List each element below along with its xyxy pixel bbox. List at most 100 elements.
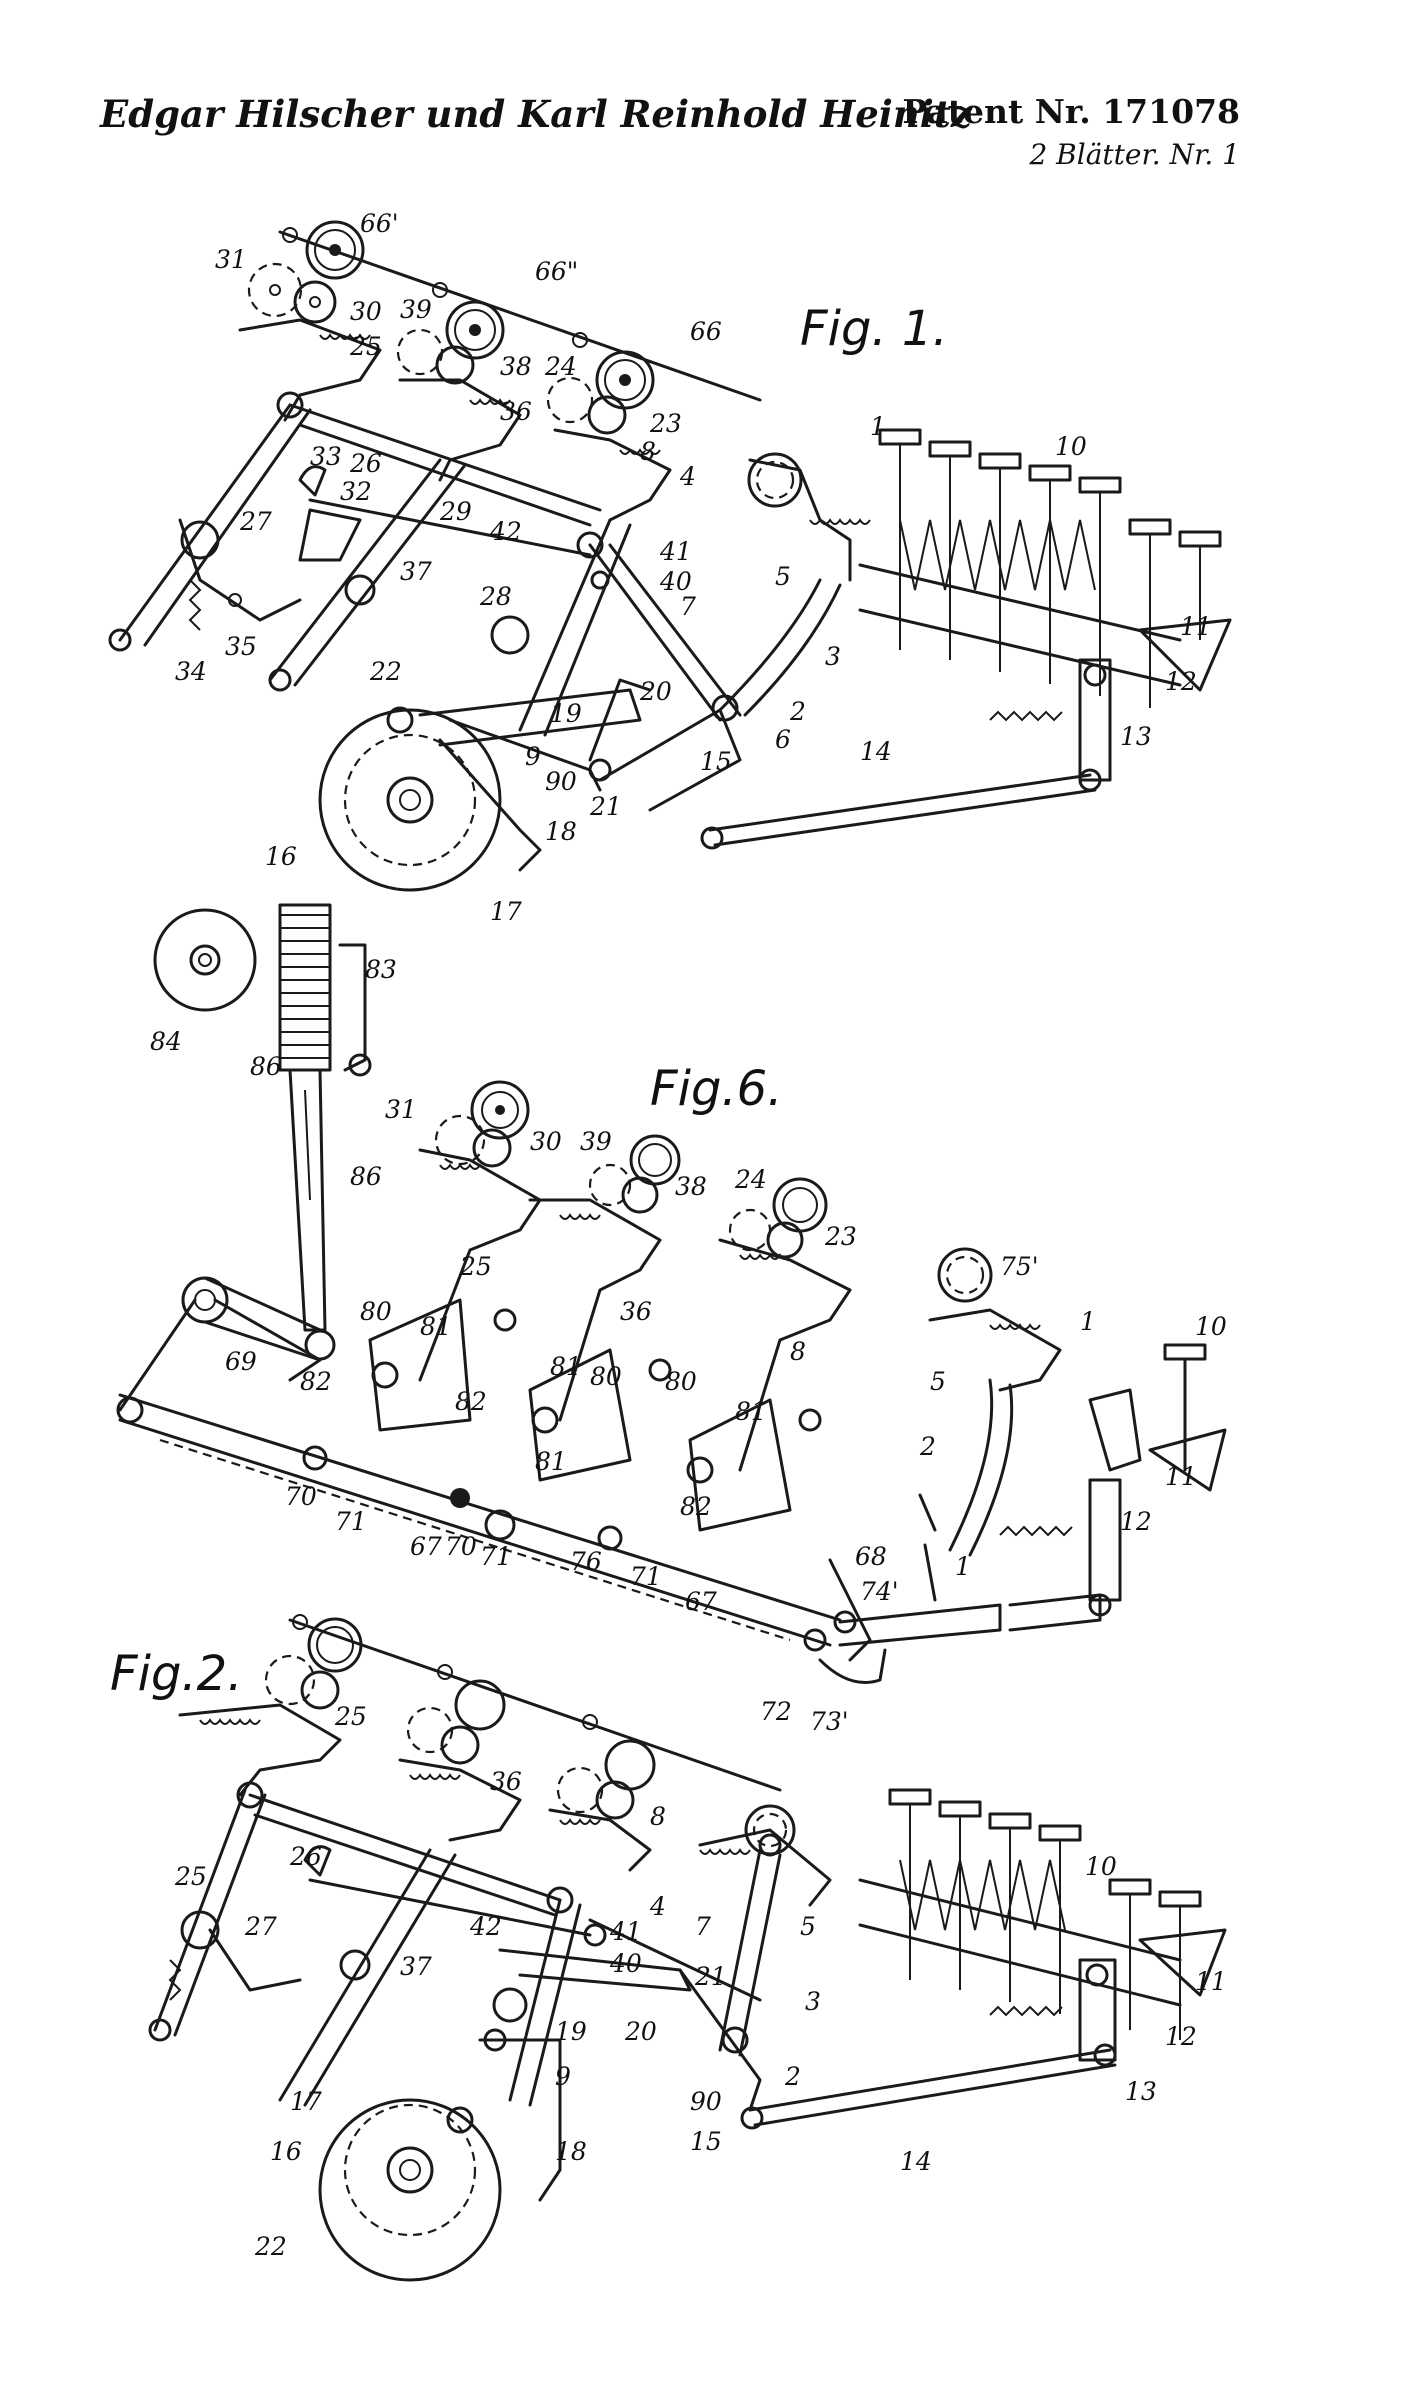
reference-numeral: 82 <box>680 1492 712 1521</box>
reference-numeral: 81 <box>735 1397 767 1426</box>
reference-numeral: 14 <box>900 2147 932 2176</box>
lever-19 <box>418 688 642 747</box>
figure-1-title: Fig. 1. <box>800 301 948 357</box>
key-bank-10 <box>858 428 1232 708</box>
reference-numeral: 4 <box>649 1892 666 1921</box>
reference-numeral: 75' <box>1000 1252 1039 1281</box>
lever-25 <box>153 1788 247 2032</box>
reference-numeral: 67 <box>410 1532 442 1561</box>
reference-numeral: 66" <box>535 257 578 286</box>
cam-plate-27 <box>298 508 362 562</box>
cam-disc-17 <box>318 708 502 892</box>
reference-numeral: 80 <box>590 1362 622 1391</box>
reference-numeral: 41 <box>609 1917 642 1946</box>
reference-numeral: 27 <box>244 1912 277 1941</box>
link-68 <box>828 1558 872 1662</box>
spring-34 <box>188 579 202 631</box>
worm-86 <box>278 903 372 1332</box>
reference-numeral: 38 <box>500 352 532 381</box>
reference-numeral: 70 <box>285 1482 317 1511</box>
reference-numeral: 10 <box>1085 1852 1117 1881</box>
reference-numeral: 73' <box>810 1707 849 1736</box>
bar-82 <box>118 1393 842 1622</box>
reference-numeral: 72 <box>760 1697 792 1726</box>
latch-11 <box>1148 1428 1227 1492</box>
link-15 <box>678 1968 762 2112</box>
reference-numeral: 67 <box>685 1587 717 1616</box>
reference-numeral: 25 <box>174 1862 207 1891</box>
link-3 <box>718 578 822 712</box>
lever-36 <box>268 458 442 682</box>
reference-numeral: 15 <box>690 2127 722 2156</box>
reference-numeral: 9 <box>525 742 541 771</box>
reference-numeral: 80 <box>360 1297 392 1326</box>
patent-number: 171078 <box>1102 92 1240 131</box>
pivot-2 <box>721 2026 749 2054</box>
cam-disc-22 <box>318 2098 502 2282</box>
roller-74p <box>833 1610 857 1634</box>
link-29 <box>308 498 592 557</box>
latch-11 <box>1138 618 1232 692</box>
reference-numeral: 86 <box>250 1052 282 1081</box>
reference-numeral: 30 <box>530 1127 562 1156</box>
figure-1-labels: 66' 31 30 66" 39 38 66 24 23 25 36 8 4 2… <box>175 209 1212 926</box>
reference-numeral: 5 <box>800 1912 816 1941</box>
reference-numeral: 29 <box>439 497 472 526</box>
lever-8 <box>508 1898 562 2102</box>
gear-group-66p <box>247 220 365 324</box>
reference-numeral: 40 <box>609 1949 642 1978</box>
arm-8 <box>718 1238 852 1472</box>
reference-numeral: 25 <box>349 332 382 361</box>
reference-numeral: 74' <box>860 1577 899 1606</box>
reference-numeral: 22 <box>254 2232 287 2261</box>
reference-numeral: 11 <box>1165 1462 1197 1491</box>
lever-19 <box>498 1948 692 1992</box>
reference-numeral: 31 <box>215 245 247 274</box>
rack-teeth <box>469 398 511 405</box>
reference-numeral: 18 <box>555 2137 587 2166</box>
reference-numeral: 32 <box>340 477 372 506</box>
lever-36 <box>278 1848 432 2102</box>
reference-numeral: 14 <box>860 737 892 766</box>
rack-36 <box>398 378 522 482</box>
reference-numeral: 12 <box>1120 1507 1152 1536</box>
reference-numeral: 18 <box>545 817 577 846</box>
reference-numeral: 2 <box>919 1432 936 1461</box>
patent-label: Patent Nr. <box>902 92 1091 131</box>
reference-numeral: 66' <box>360 209 399 238</box>
plate-81 <box>368 1298 472 1432</box>
patent-authors: Edgar Hilscher und Karl Reinhold Heinitz <box>100 92 972 136</box>
reference-numeral: 81 <box>535 1447 567 1476</box>
figure-6-title: Fig.6. <box>650 1061 782 1117</box>
reference-numeral: 90 <box>545 767 577 796</box>
figure-2-title: Fig.2. <box>110 1646 242 1702</box>
reference-numeral: 25 <box>334 1702 367 1731</box>
lever-18 <box>438 738 542 872</box>
key-10 <box>1163 1343 1207 1361</box>
reference-numeral: 71 <box>630 1562 662 1591</box>
reference-numeral: 80 <box>665 1367 697 1396</box>
reference-numeral: 10 <box>1195 1312 1227 1341</box>
link-15 <box>598 708 742 812</box>
reference-numeral: 70 <box>445 1532 477 1561</box>
pin-35 <box>228 593 242 607</box>
spring <box>989 710 1063 722</box>
rail-pin <box>572 332 588 348</box>
lever-18 <box>478 2038 562 2202</box>
gear-1 <box>747 452 803 508</box>
reference-numeral: 8 <box>790 1337 806 1366</box>
reference-numeral: 21 <box>694 1962 727 1991</box>
cam-shaft-16 <box>386 2146 434 2194</box>
reference-numeral: 16 <box>265 842 297 871</box>
reference-numeral: 69 <box>225 1347 257 1376</box>
rack-25 <box>178 1703 342 1797</box>
reference-numeral: 7 <box>680 592 696 621</box>
reference-numeral: 76 <box>570 1547 602 1576</box>
reference-numeral: 23 <box>649 409 682 438</box>
lever-20 <box>588 678 652 762</box>
reference-numeral: 39 <box>400 295 432 324</box>
reference-numeral: 6 <box>775 725 791 754</box>
reference-numeral: 33 <box>310 442 342 471</box>
reference-numeral: 13 <box>1120 722 1152 751</box>
key-bank-10 <box>858 1788 1227 2040</box>
